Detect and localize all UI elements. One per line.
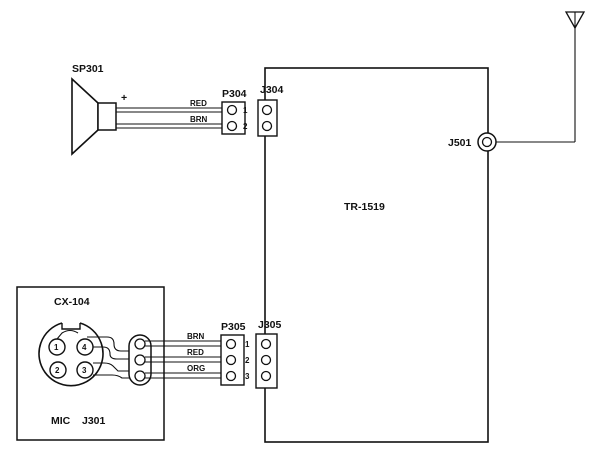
p305-pin-1: 1 <box>245 340 250 349</box>
mic-connector-icon <box>38 322 104 387</box>
p305-pin-2: 2 <box>245 356 250 365</box>
speaker-wire-1-color: RED <box>190 99 207 108</box>
mic-pin-3: 3 <box>82 366 87 375</box>
mic-pin-1: 1 <box>54 343 59 352</box>
mic-frame <box>16 286 165 441</box>
cx104-label: CX-104 <box>54 296 90 308</box>
mic-pin-4: 4 <box>82 343 87 352</box>
p305-pin-3: 3 <box>245 372 250 381</box>
mic-wire-2-color: RED <box>187 348 204 357</box>
j304-label: J304 <box>260 84 284 96</box>
j501-label: J501 <box>448 137 472 149</box>
j305-label: J305 <box>258 319 282 331</box>
mic-label: MIC <box>51 415 71 427</box>
j301-label: J301 <box>82 415 106 427</box>
antenna-icon <box>496 11 586 143</box>
speaker-plus-label: + <box>121 92 127 104</box>
mic-wire-3-color: ORG <box>187 364 205 373</box>
mic-wire-1-color: BRN <box>187 332 205 341</box>
board-tr1519 <box>264 67 489 443</box>
speaker-wire-2-color: BRN <box>190 115 208 124</box>
p304-label: P304 <box>222 88 247 100</box>
p305-label: P305 <box>221 321 246 333</box>
board-label: TR-1519 <box>344 201 385 213</box>
p304-pin-1: 1 <box>243 106 248 115</box>
p304-pin-2: 2 <box>243 122 248 131</box>
mic-pin-2: 2 <box>55 366 60 375</box>
speaker-label: SP301 <box>72 63 104 75</box>
speaker-icon <box>71 77 117 156</box>
j501-jack <box>477 132 497 152</box>
